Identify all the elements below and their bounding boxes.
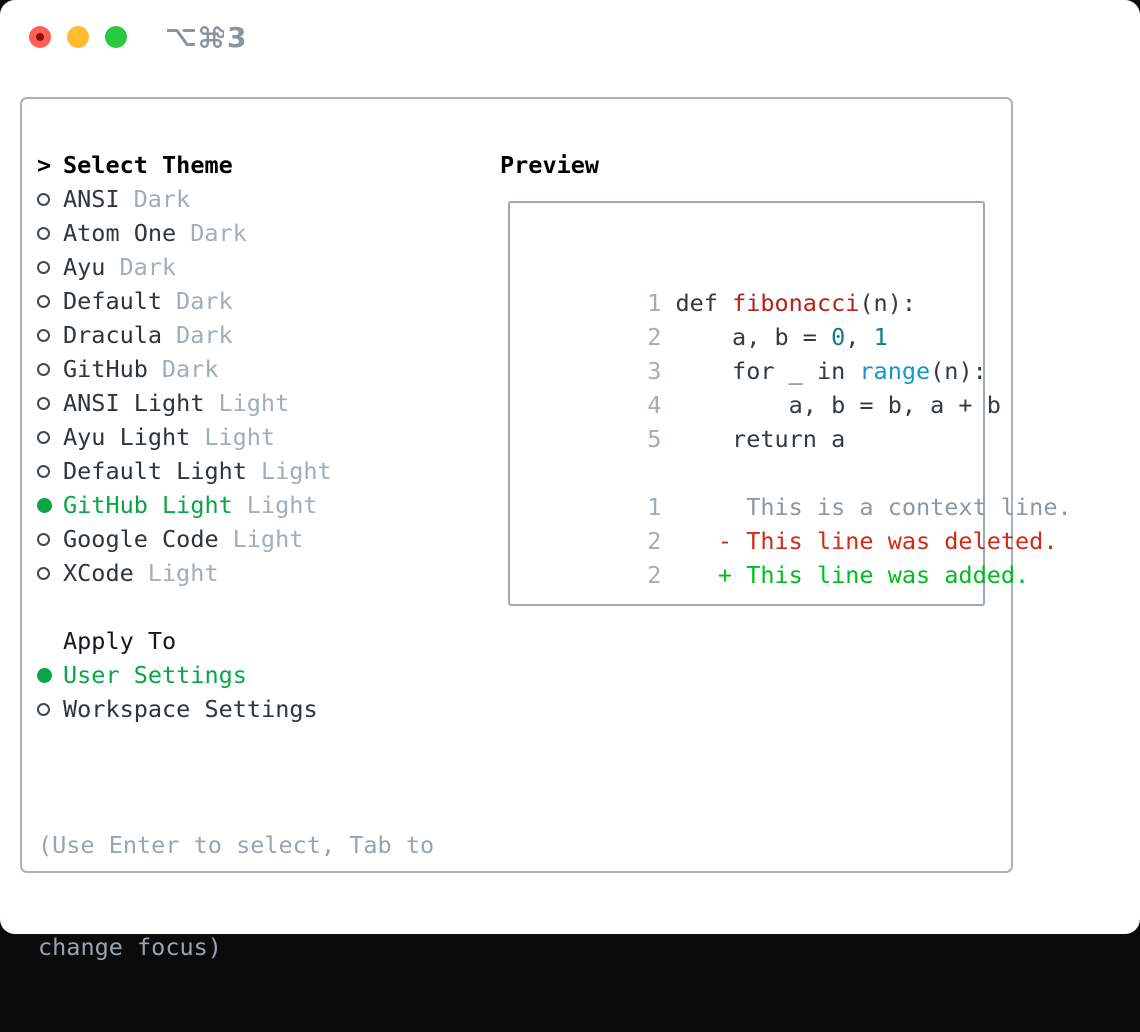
selection-caret: > [37, 151, 52, 179]
theme-option-ayu-dark[interactable]: Ayu Dark [36, 250, 332, 284]
radio-unselected-icon [37, 192, 50, 206]
app-window: 3 > Select Theme ANSI Dark Atom One Dark… [0, 0, 1140, 961]
preview-title: Preview [500, 151, 600, 179]
apply-option-user-settings[interactable]: User Settings [36, 658, 318, 692]
theme-option-default-dark[interactable]: Default Dark [36, 284, 332, 318]
shortcut-digit: 3 [227, 20, 247, 54]
theme-option-github-light[interactable]: GitHub Light Light [36, 488, 332, 522]
line-number: 5 [647, 425, 662, 453]
theme-option-atom-one-dark[interactable]: Atom One Dark [36, 216, 332, 250]
theme-variant: Light [232, 525, 304, 553]
theme-variant: Light [204, 423, 276, 451]
line-number: 2 [647, 527, 662, 555]
zoom-button[interactable] [105, 26, 127, 48]
theme-name: GitHub Light [63, 491, 233, 519]
theme-name: Dracula [63, 321, 163, 349]
apply-option-label: Workspace Settings [63, 695, 318, 723]
radio-unselected-icon [37, 430, 50, 444]
theme-name: GitHub [63, 355, 148, 383]
theme-variant: Dark [133, 185, 191, 213]
theme-option-ayu-light[interactable]: Ayu Light Light [36, 420, 332, 454]
record-dot-icon [36, 33, 44, 41]
code-line: 2 a, b = 0, 1 [534, 286, 1072, 351]
theme-name: Ayu Light [63, 423, 191, 451]
code-line: 4 a, b = b, a + b [534, 354, 1072, 419]
theme-list-header: > Select Theme [36, 148, 332, 182]
theme-option-google-code-light[interactable]: Google Code Light [36, 522, 332, 556]
radio-unselected-icon [37, 328, 50, 342]
line-number: 1 [647, 289, 662, 317]
theme-option-ansi-light[interactable]: ANSI Light Light [36, 386, 332, 420]
minimize-button[interactable] [67, 26, 89, 48]
hint-line: (Use Enter to select, Tab to [38, 831, 435, 859]
apply-to-section: Apply To User Settings Workspace Setting… [36, 624, 318, 726]
radio-unselected-icon [37, 396, 50, 410]
theme-option-dracula-dark[interactable]: Dracula Dark [36, 318, 332, 352]
radio-selected-icon [37, 497, 52, 513]
theme-option-xcode-light[interactable]: XCode Light [36, 556, 332, 590]
theme-option-github-dark[interactable]: GitHub Dark [36, 352, 332, 386]
theme-variant: Dark [176, 287, 233, 315]
theme-variant: Light [147, 559, 219, 587]
apply-to-header-row: Apply To [36, 624, 318, 658]
command-key-icon [198, 24, 224, 50]
radio-unselected-icon [37, 702, 50, 716]
theme-variant: Light [260, 457, 332, 485]
line-number: 2 [647, 561, 662, 589]
theme-variant: Dark [161, 355, 219, 383]
radio-unselected-icon [37, 362, 50, 376]
window-title-shortcut: 3 [167, 20, 246, 54]
code-line: 3 for _ in range(n): [534, 320, 1072, 385]
theme-name: Atom One [63, 219, 177, 247]
radio-unselected-icon [37, 464, 50, 478]
diff-added-line: 2 + This line was added. [534, 524, 1072, 589]
theme-name: Google Code [63, 525, 219, 553]
theme-list-title: Select Theme [63, 151, 233, 179]
radio-selected-icon [37, 667, 52, 683]
radio-unselected-icon [37, 260, 50, 274]
apply-option-workspace-settings[interactable]: Workspace Settings [36, 692, 318, 726]
radio-unselected-icon [37, 294, 50, 308]
theme-name: ANSI [63, 185, 120, 213]
theme-variant: Dark [190, 219, 247, 247]
diff-context-line: 1 This is a context line. [534, 456, 1071, 521]
theme-variant: Light [246, 491, 318, 519]
theme-name: Default Light [63, 457, 247, 485]
radio-unselected-icon [37, 566, 50, 580]
apply-option-label: User Settings [63, 661, 247, 689]
apply-to-title: Apply To [63, 627, 177, 655]
line-number: 3 [647, 357, 662, 385]
keyboard-hint: (Use Enter to select, Tab to change focu… [38, 760, 434, 1032]
line-number: 2 [647, 323, 662, 351]
close-button[interactable] [29, 26, 51, 48]
line-number: 1 [647, 493, 662, 521]
radio-unselected-icon [37, 532, 50, 546]
theme-list: > Select Theme ANSI Dark Atom One Dark A… [36, 148, 332, 590]
theme-option-default-light[interactable]: Default Light Light [36, 454, 332, 488]
line-number: 4 [647, 391, 662, 419]
theme-name: Ayu [63, 253, 106, 281]
code-line: 5 return a [534, 388, 1072, 453]
theme-variant: Dark [119, 253, 177, 281]
hint-line: change focus) [38, 933, 222, 961]
theme-variant: Light [218, 389, 290, 417]
option-key-icon [167, 27, 195, 48]
theme-variant: Dark [176, 321, 233, 349]
theme-name: XCode [63, 559, 134, 587]
diff-deleted-line: 2 - This line was deleted. [534, 490, 1072, 555]
radio-unselected-icon [37, 226, 50, 240]
theme-name: ANSI Light [63, 389, 205, 417]
theme-option-ansi-dark[interactable]: ANSI Dark [36, 182, 332, 216]
theme-name: Default [63, 287, 163, 315]
